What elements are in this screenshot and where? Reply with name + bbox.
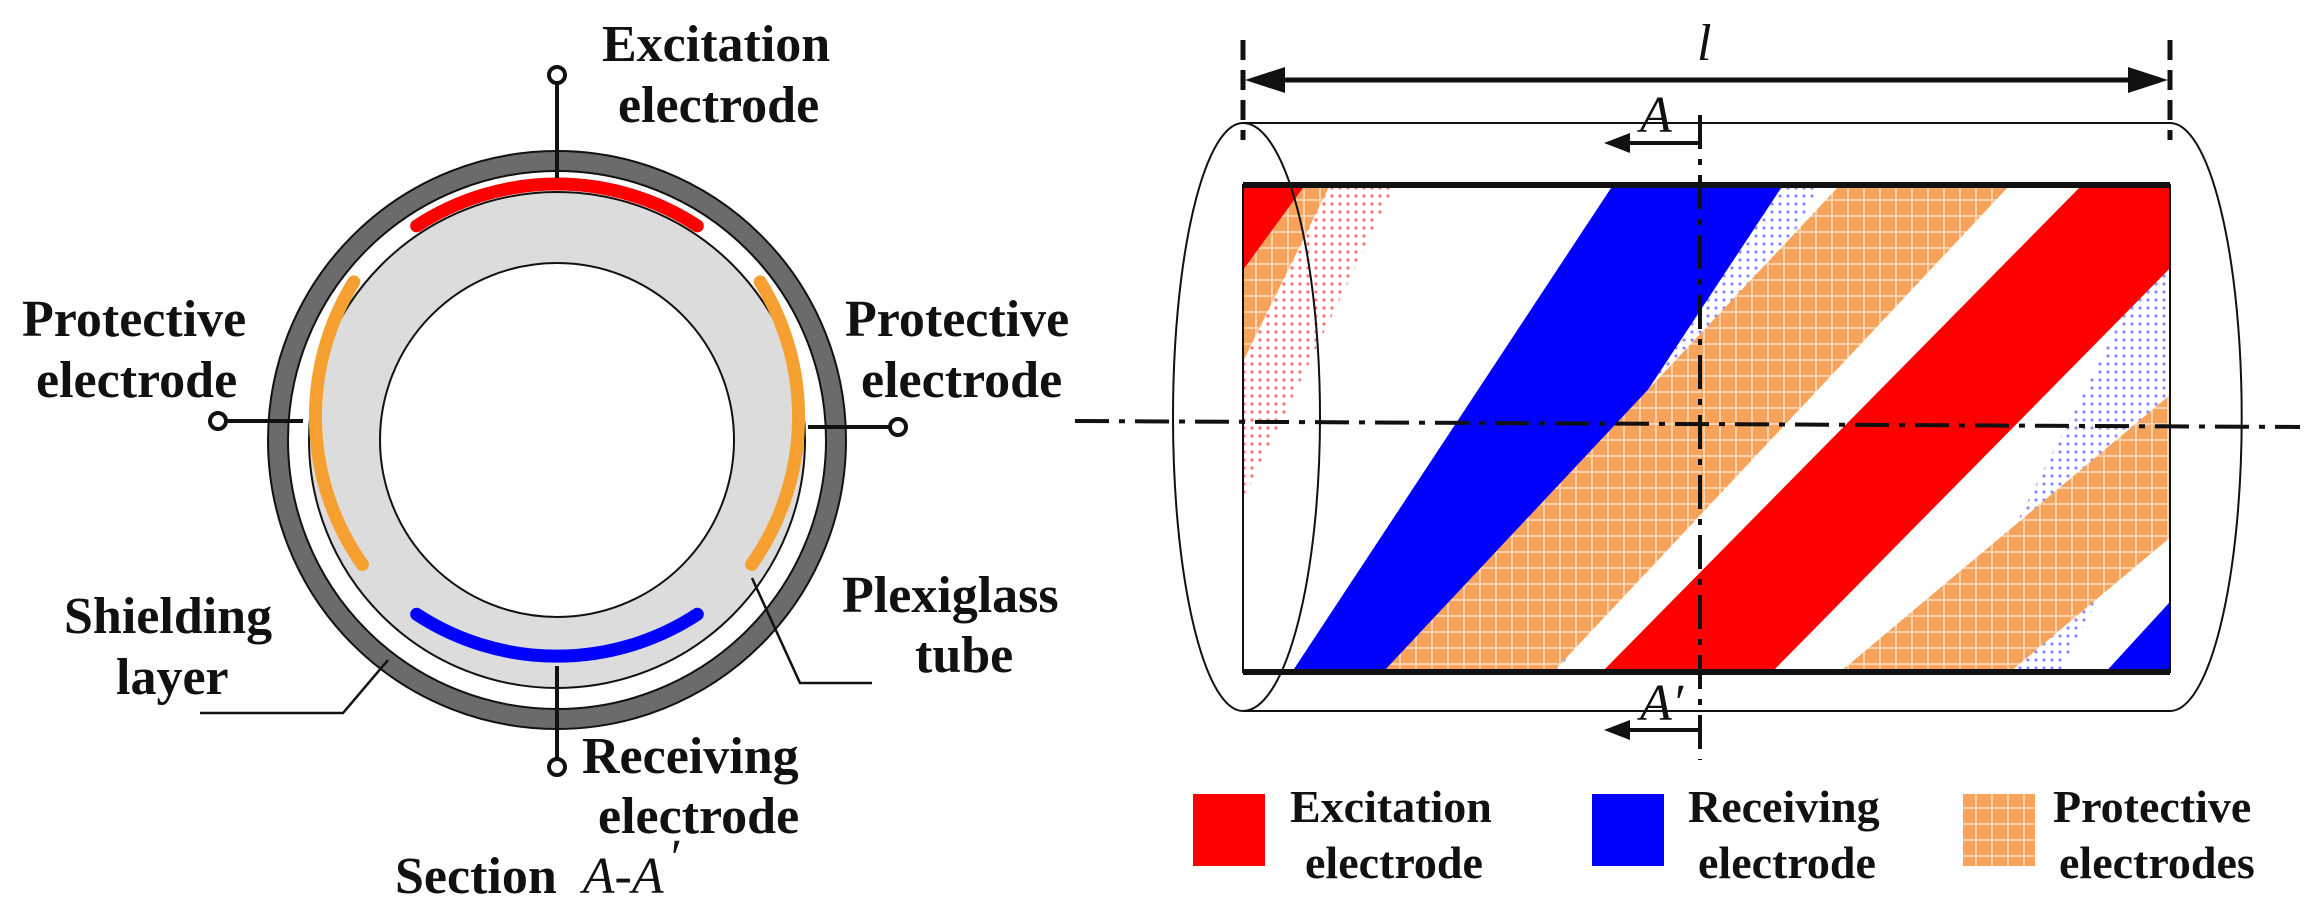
plexiglass-label-line2: tube: [915, 627, 1013, 684]
protective-left-label-line2: electrode: [36, 352, 237, 409]
receiving-strip: [1292, 185, 1783, 672]
legend-excitation-line1: Excitation: [1290, 781, 1492, 832]
excitation-electrode-arc: [410, 177, 704, 233]
protective-left-label-line1: Protective: [22, 291, 246, 348]
section-marker-bottom-arrow: [1604, 720, 1630, 740]
section-word: Section: [395, 848, 557, 905]
protective-right-terminal: [808, 417, 908, 437]
legend-protective-line1: Protective: [2053, 781, 2251, 832]
protective-left-terminal: [208, 411, 303, 431]
legend: Excitation electrode Receiving electrode…: [1193, 781, 2255, 888]
protective-strip-3: [1840, 394, 2170, 672]
excitation-strip-corner: [1243, 185, 1305, 270]
excitation-label-line1: Excitation: [602, 16, 830, 73]
tube-bore: [379, 262, 735, 618]
front-ellipse-edge: [1242, 122, 1321, 712]
shielding-label-line2: layer: [116, 649, 229, 706]
side-view: l A A′: [1074, 15, 2301, 760]
shielding-label-line1: Shielding: [64, 588, 272, 645]
excitation-label-line2: electrode: [618, 77, 819, 134]
plexiglass-leader: [750, 577, 872, 685]
protective-right-label-line2: electrode: [861, 352, 1062, 409]
tube-outline: [1172, 122, 2243, 712]
protective-electrode-left-arc: [308, 275, 369, 571]
section-prime: ′: [668, 830, 681, 887]
protective-electrode-right-arc: [745, 275, 806, 571]
legend-receiving-swatch: [1592, 794, 1664, 866]
receiving-terminal: [547, 666, 567, 777]
cross-section: Excitation electrode Protective electrod…: [22, 16, 1069, 905]
length-symbol: l: [1697, 15, 1711, 72]
protective-strip-2: [1383, 185, 2010, 672]
plexiglass-label-line1: Plexiglass: [842, 567, 1059, 624]
length-arrow-right: [2128, 67, 2168, 93]
legend-receiving-line2: electrode: [1698, 837, 1876, 888]
receiving-electrode-arc: [410, 607, 704, 663]
legend-receiving-line1: Receiving: [1688, 781, 1880, 832]
receiving-label-line1: Receiving: [582, 728, 799, 785]
section-name: A-A: [580, 848, 664, 905]
legend-protective-line2: electrodes: [2059, 837, 2255, 888]
legend-excitation-swatch: [1193, 794, 1265, 866]
shielding-leader: [200, 659, 389, 715]
legend-protective-swatch: [1963, 794, 2035, 866]
legend-excitation-line2: electrode: [1305, 837, 1483, 888]
section-marker-bottom-label: A′: [1637, 675, 1685, 732]
excitation-terminal: [547, 65, 567, 178]
length-arrow-left: [1245, 67, 1285, 93]
length-dimension: [1240, 40, 2173, 140]
section-caption: Section A-A ′: [395, 830, 681, 905]
protective-right-label-line1: Protective: [845, 291, 1069, 348]
electrode-strips: [1243, 185, 2170, 672]
receiving-label-line2: electrode: [598, 788, 799, 845]
receiving-strip-corner: [2105, 601, 2170, 672]
excitation-strip: [1602, 185, 2170, 672]
section-marker-top-label: A: [1637, 87, 1672, 144]
section-marker-top-arrow: [1604, 133, 1630, 153]
axial-center-line: [1074, 419, 2301, 429]
